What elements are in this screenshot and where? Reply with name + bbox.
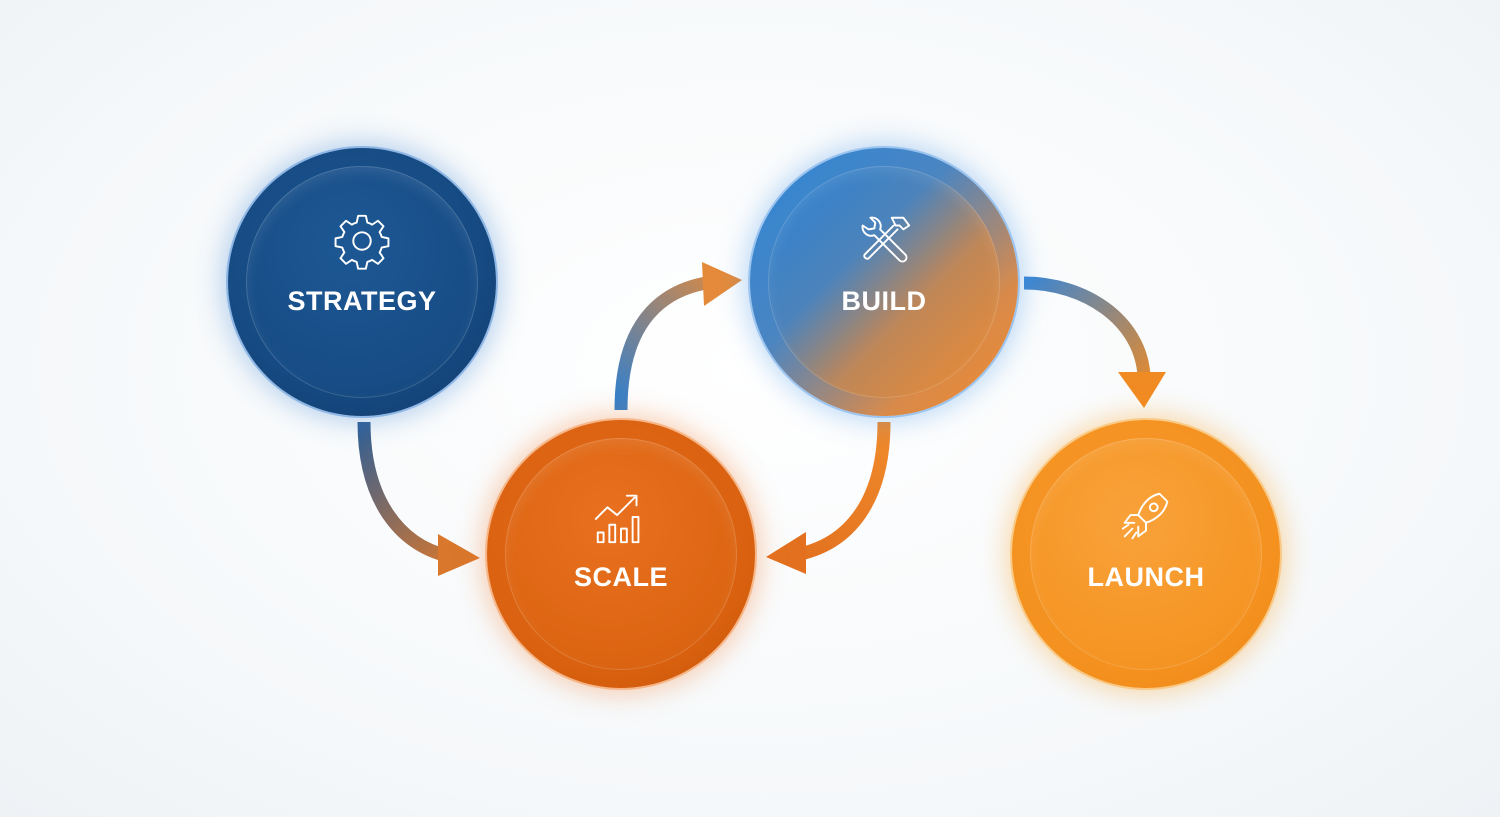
node-build[interactable]: BUILD xyxy=(750,148,1018,416)
node-scale-inner xyxy=(505,438,737,670)
tools-icon xyxy=(861,216,911,263)
node-build-inner xyxy=(768,166,1000,398)
arrow-strategy-to-scale xyxy=(357,421,480,576)
arrow-build-to-scale xyxy=(766,421,891,574)
node-scale[interactable]: SCALE xyxy=(487,420,755,688)
growth-chart-icon xyxy=(594,494,640,544)
node-strategy-inner xyxy=(246,166,478,398)
arrow-build-to-launch xyxy=(1023,276,1166,408)
rocket-icon xyxy=(1121,492,1169,540)
node-strategy-label: STRATEGY xyxy=(287,286,437,316)
node-launch-inner xyxy=(1030,438,1262,670)
node-build-label: BUILD xyxy=(841,286,927,316)
node-launch-label: LAUNCH xyxy=(1087,562,1205,592)
gear-icon xyxy=(334,214,390,270)
node-scale-label: SCALE xyxy=(573,562,668,592)
arrow-scale-to-build xyxy=(614,262,742,411)
node-strategy[interactable]: STRATEGY xyxy=(228,148,496,416)
node-launch[interactable]: LAUNCH xyxy=(1012,420,1280,688)
